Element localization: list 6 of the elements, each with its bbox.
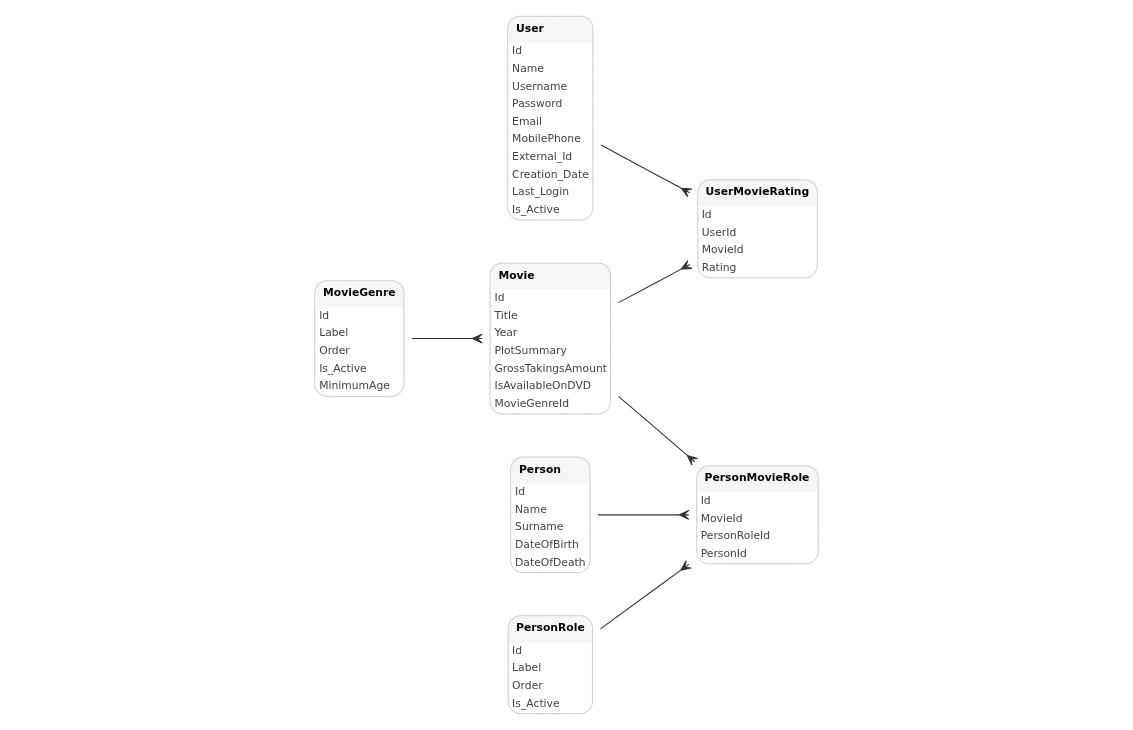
connector [597, 509, 690, 520]
connector [617, 395, 699, 466]
connector [599, 560, 692, 630]
connector [600, 144, 693, 198]
connector [617, 260, 693, 304]
connector [411, 333, 483, 344]
